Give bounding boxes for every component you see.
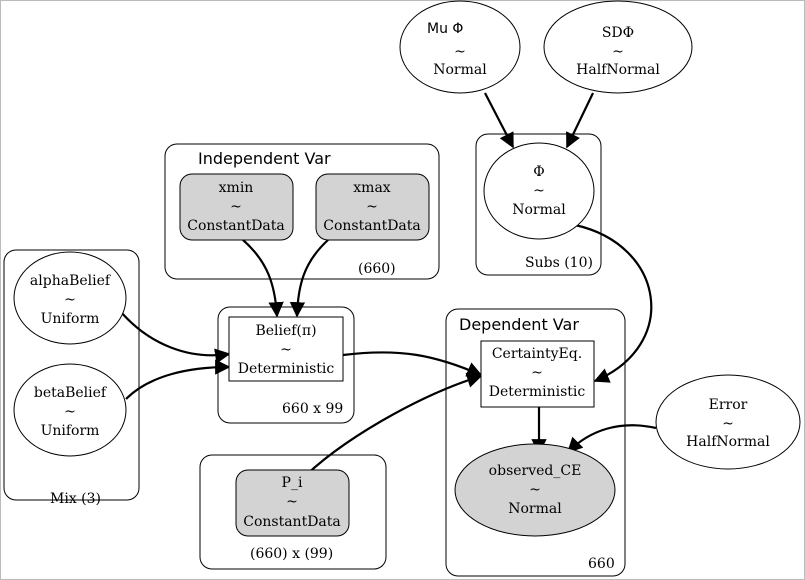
node-phi: Φ ~ Normal	[483, 142, 595, 240]
node-dist: Normal	[433, 62, 487, 78]
node-beta-belief: betaBelief ~ Uniform	[13, 363, 127, 457]
plate-pi: (660) x (99)	[199, 454, 387, 570]
node-tilde: ~	[280, 342, 292, 358]
plate-dependent-var: Dependent Var 660	[445, 308, 626, 577]
node-tilde: ~	[533, 183, 545, 199]
node-name: alphaBelief	[30, 273, 112, 289]
node-dist: Normal	[508, 501, 562, 517]
node-belief: Belief(π) ~ Deterministic	[228, 316, 344, 382]
node-tilde: ~	[286, 494, 298, 510]
node-tilde: ~	[454, 44, 466, 60]
edge-sd-phi-to-phi	[566, 92, 594, 149]
edge-mu-phi-to-phi	[484, 92, 514, 149]
plate-title: Independent Var	[198, 149, 331, 168]
plate-count: Mix (3)	[50, 491, 101, 507]
node-tilde: ~	[612, 44, 624, 60]
node-dist: Uniform	[41, 311, 100, 327]
plate-count: (660) x (99)	[250, 546, 333, 562]
node-dist: ConstantData	[323, 218, 421, 234]
node-dist: ConstantData	[187, 218, 285, 234]
node-tilde: ~	[230, 199, 242, 215]
node-sd-phi: SDΦ ~ HalfNormal	[543, 0, 693, 94]
node-certainty-eq: CertaintyEq. ~ Deterministic	[480, 340, 595, 408]
node-error: Error ~ HalfNormal	[655, 374, 801, 470]
node-dist: Deterministic	[489, 384, 586, 400]
edge-beta-to-belief	[125, 359, 231, 400]
node-tilde: ~	[722, 416, 734, 432]
node-xmax: xmax ~ ConstantData	[315, 173, 430, 241]
node-dist: ConstantData	[243, 514, 341, 530]
edge-xmin-to-belief	[242, 239, 284, 318]
node-name: Φ	[533, 164, 544, 180]
node-p-i: P_i ~ ConstantData	[235, 469, 350, 537]
node-tilde: ~	[529, 482, 541, 498]
node-name: observed_CE	[489, 463, 582, 479]
node-name: Error	[709, 397, 748, 413]
node-tilde: ~	[64, 404, 76, 420]
node-alpha-belief: alphaBelief ~ Uniform	[13, 251, 127, 345]
node-name: P_i	[282, 475, 303, 491]
plate-count: 660 x 99	[282, 401, 343, 417]
edge-xmax-to-belief	[289, 239, 329, 318]
node-name: xmax	[353, 180, 391, 196]
node-dist: Uniform	[41, 423, 100, 439]
plate-mix: Mix (3)	[3, 249, 140, 507]
node-dist: HalfNormal	[686, 434, 770, 450]
node-name: Mu Φ	[427, 21, 463, 37]
plate-count: 660	[588, 556, 615, 572]
node-name: xmin	[219, 180, 254, 196]
node-dist: HalfNormal	[576, 62, 660, 78]
plate-count: (660)	[358, 261, 396, 277]
edge-error-to-observed	[566, 424, 657, 454]
node-observed-ce: observed_CE ~ Normal	[454, 443, 616, 537]
edge-pi-to-certainty	[297, 372, 483, 484]
plate-subs: Subs (10)	[475, 133, 602, 276]
node-dist: Normal	[512, 202, 566, 218]
node-xmin: xmin ~ ConstantData	[179, 173, 294, 241]
edge-belief-to-certainty	[342, 351, 483, 377]
plate-count: Subs (10)	[525, 255, 593, 271]
plate-title: Dependent Var	[459, 315, 579, 334]
edge-alpha-to-belief	[120, 311, 231, 364]
node-tilde: ~	[531, 365, 543, 381]
edge-phi-to-certainty	[574, 223, 653, 383]
edges	[120, 92, 657, 484]
node-tilde: ~	[64, 292, 76, 308]
node-name: SDΦ	[602, 25, 634, 41]
node-name: betaBelief	[34, 385, 108, 401]
node-dist: Deterministic	[238, 361, 335, 377]
node-tilde: ~	[366, 199, 378, 215]
node-name: Belief(π)	[255, 323, 316, 339]
node-mu-phi: Mu Φ ~ Normal	[399, 0, 521, 94]
node-name: CertaintyEq.	[492, 346, 582, 362]
